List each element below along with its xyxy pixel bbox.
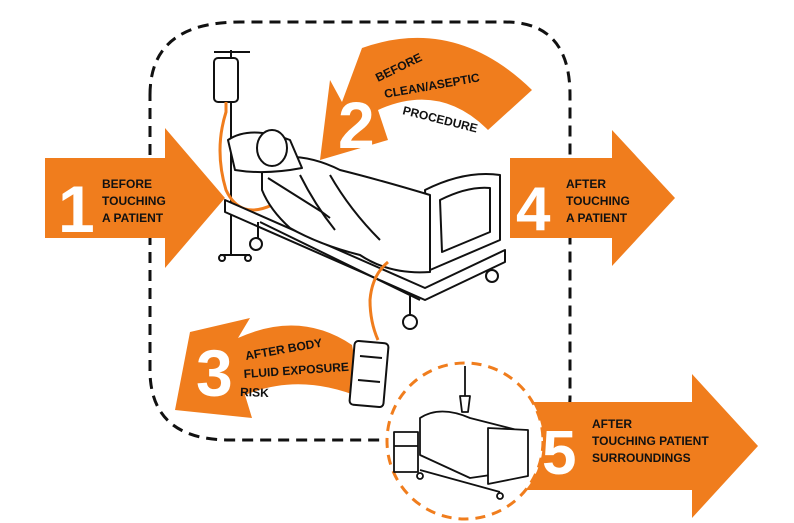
- moment-1-arrow-shape: [45, 128, 225, 268]
- moment-3-number: 3: [196, 336, 233, 410]
- moment-5-arrow: 5 AFTER TOUCHING PATIENT SURROUNDINGS: [520, 374, 758, 518]
- moment-4-arrow: 4 AFTER TOUCHING A PATIENT: [510, 130, 675, 266]
- moment-5-arrow-shape: [520, 374, 758, 518]
- moment-4-arrow-shape: [510, 130, 675, 266]
- moment-5-label: AFTER TOUCHING PATIENT SURROUNDINGS: [592, 417, 712, 465]
- moment-3-label-line3: RISK: [240, 385, 269, 400]
- urine-bag-icon: [348, 339, 390, 409]
- catheter-tube: [368, 260, 389, 341]
- moment-2-arrow-shape: [320, 37, 532, 160]
- bed-surroundings-icon: [385, 361, 545, 521]
- moment-5-number: 5: [542, 419, 576, 488]
- moment-2-arrow: 2 BEFORE CLEAN/ASEPTIC PROCEDURE: [320, 37, 532, 162]
- hospital-bed-icon: [224, 129, 506, 330]
- patient-zone-boundary: [148, 20, 572, 442]
- moment-1-arrow: 1 BEFORE TOUCHING A PATIENT: [45, 128, 225, 268]
- moment-1-label: BEFORE TOUCHING A PATIENT: [102, 177, 169, 225]
- moment-1-number: 1: [58, 172, 95, 246]
- moment-4-label: AFTER TOUCHING A PATIENT: [566, 177, 633, 225]
- moment-3-arrow: 3 AFTER BODY FLUID EXPOSURE RISK: [175, 318, 362, 418]
- moment-4-number: 4: [516, 175, 551, 244]
- moment-2-number: 2: [338, 88, 375, 162]
- moment-3-arrow-shape: [175, 318, 362, 418]
